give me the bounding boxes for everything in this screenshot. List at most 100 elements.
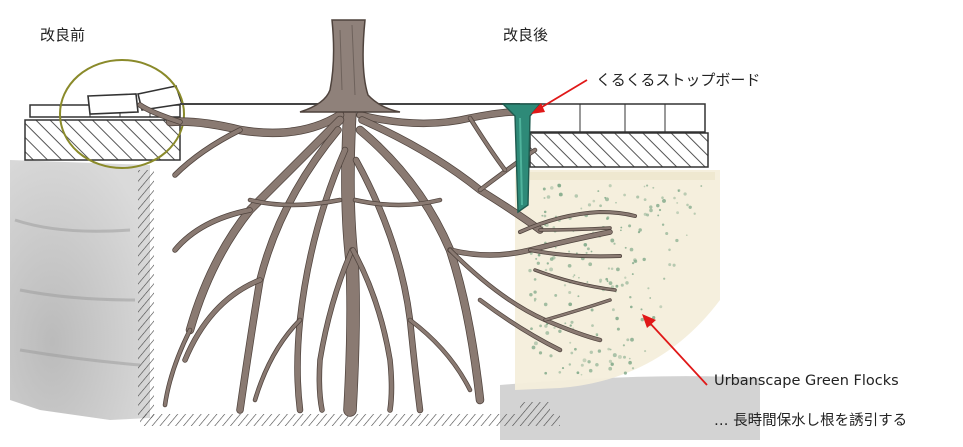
flock-particle: [668, 248, 671, 252]
root-outline: [252, 317, 303, 403]
flock-particle: [558, 329, 562, 334]
flock-particle: [610, 267, 614, 271]
flock-particle: [693, 212, 696, 215]
flock-particle: [543, 196, 546, 200]
flock-particle: [659, 305, 663, 309]
flock-particle: [607, 267, 611, 270]
flock-particle: [609, 348, 612, 351]
flock-particle: [558, 370, 562, 374]
flock-particle: [586, 281, 589, 283]
flock-particle: [652, 186, 655, 189]
stop-board: [501, 103, 542, 214]
flock-particle: [582, 358, 587, 363]
flock-particle: [590, 308, 594, 312]
flock-particle: [545, 331, 550, 335]
flock-particle: [652, 316, 656, 320]
root: [528, 248, 622, 258]
flock-particle: [640, 317, 645, 322]
flock-particle: [605, 277, 609, 281]
flock-particle: [531, 345, 536, 350]
flock-particle: [646, 213, 650, 217]
root: [341, 104, 360, 416]
root: [138, 103, 182, 124]
flock-particle: [549, 354, 553, 358]
flock-particle: [608, 184, 612, 188]
flock-particle: [628, 357, 631, 360]
flock-particle: [580, 207, 583, 210]
flock-particle: [675, 238, 679, 243]
flock-particle: [533, 299, 536, 302]
flock-particle: [610, 238, 615, 243]
root: [163, 328, 192, 407]
flock-particle: [608, 366, 613, 371]
flock-particle: [569, 324, 572, 327]
flock-particle: [643, 185, 646, 188]
flock-particle: [642, 257, 646, 262]
planting-pit-floor: [140, 414, 560, 426]
flock-particle: [668, 263, 672, 267]
flock-particle: [665, 231, 669, 236]
flock-particle: [636, 195, 640, 199]
flock-particle: [620, 229, 622, 232]
root: [544, 299, 611, 321]
flock-particle: [543, 214, 547, 218]
tree-roots: [137, 102, 637, 417]
flock-particle: [530, 327, 533, 331]
root: [317, 248, 354, 412]
flock-particle: [587, 360, 591, 364]
flock-particle: [541, 214, 544, 217]
root: [534, 269, 616, 291]
root: [173, 208, 252, 252]
flock-particle: [533, 290, 537, 294]
flock-particle: [622, 344, 626, 347]
flock-particle: [608, 281, 613, 285]
flock-particle: [535, 257, 538, 260]
flock-particle: [629, 247, 634, 252]
flock-particle: [610, 362, 614, 366]
root: [183, 278, 262, 362]
flock-particle: [586, 247, 590, 251]
flock-particle: [588, 262, 593, 267]
flock-particle: [546, 262, 549, 265]
root: [518, 210, 637, 234]
flock-particle: [625, 281, 629, 285]
flock-particle: [587, 203, 592, 207]
flock-particle: [606, 280, 609, 283]
flock-particle: [630, 337, 634, 342]
flock-particle: [543, 302, 548, 307]
flock-particle: [538, 351, 543, 355]
flock-particle: [583, 243, 588, 247]
flock-particle: [572, 275, 575, 278]
flock-particle: [568, 250, 571, 253]
flock-particle: [626, 338, 630, 342]
flock-particle: [554, 246, 557, 249]
flock-particle: [643, 198, 647, 202]
flock-particle: [561, 367, 565, 370]
flock-particle: [533, 341, 538, 346]
flock-particle: [633, 259, 638, 264]
flock-particle: [677, 190, 680, 192]
flock-particle: [676, 211, 679, 215]
root: [478, 148, 537, 192]
flock-particle: [554, 293, 558, 297]
red-arrow: [531, 79, 588, 114]
flock-particle: [570, 351, 574, 355]
flock-particle: [544, 268, 548, 272]
root: [539, 227, 611, 231]
stop-board-label: くるくるストップボード: [596, 71, 761, 89]
flock-particle: [658, 208, 662, 212]
flock-particle: [631, 261, 635, 265]
flock-particle: [595, 362, 599, 367]
flock-particle: [563, 284, 567, 287]
flock-particle: [599, 278, 603, 282]
flock-particle: [676, 201, 679, 204]
flock-particle: [568, 302, 573, 307]
flock-particle: [542, 187, 546, 191]
flock-particle: [656, 203, 660, 208]
green-flocks-label: Urbanscape Green Flocks: [714, 373, 899, 389]
flock-particle: [644, 350, 647, 353]
flock-particle: [591, 324, 594, 327]
flock-particle: [611, 308, 615, 312]
flock-particle: [580, 373, 583, 376]
flock-particle: [533, 278, 537, 281]
